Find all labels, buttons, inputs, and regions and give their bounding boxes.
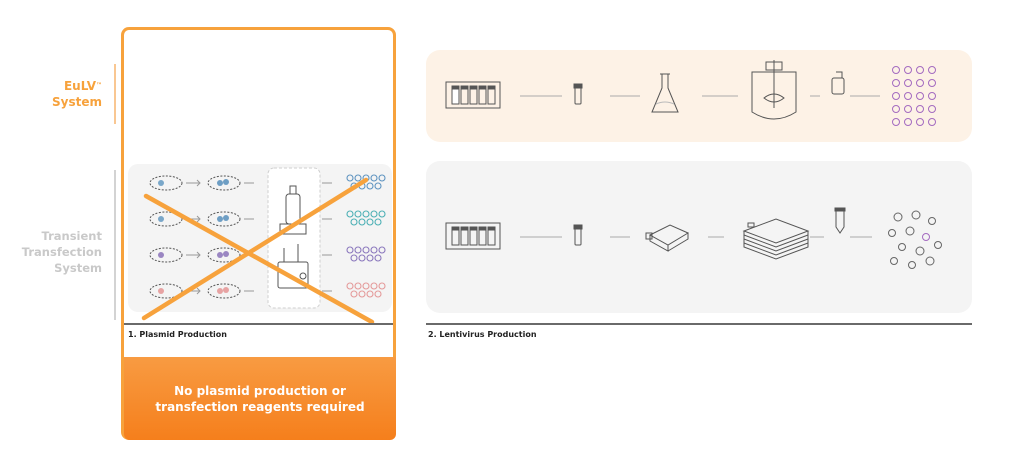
filter-icon [831,71,845,95]
t-flask-icon [645,224,690,252]
eulv-process-diagram [445,60,936,126]
vial-icon [573,224,583,246]
lentivirus-step-label: 2. Lentivirus Production [428,330,537,339]
flask-icon [651,73,679,113]
bioreactor-icon [751,60,797,120]
no-plasmid-note: No plasmid production or transfection re… [124,357,396,440]
transient-row-bar [114,170,116,320]
cross-out-icon [141,177,375,325]
vial-icon [573,83,583,105]
plasmid-production-diagram [141,167,386,325]
cell-stack-icon [742,218,810,260]
tube-icon [834,207,846,234]
eulv-label-main: EuLV [63,79,96,93]
transient-lentivirus-panel [426,161,972,313]
eulv-row-bar [114,64,116,124]
virus-mix-icon [888,210,942,269]
eulv-system-label: EuLV™ System [20,78,102,110]
trademark-mark: ™ [96,82,102,89]
transient-transfection-label: Transient Transfection System [21,229,102,275]
plasmid-step-label: 1. Plasmid Production [128,330,227,339]
transient-process-diagram [445,207,942,269]
virus-cluster-icon [892,66,936,126]
cell-bank-icon [445,81,501,109]
lentivirus-baseline [426,323,972,325]
bacteria-icon [149,175,183,299]
cell-bank-icon [445,222,501,250]
eulv-label-line2: System [52,95,102,109]
plasmid-cluster-icon [346,174,386,298]
plasmid-baseline [124,323,396,325]
eulv-lentivirus-panel [426,50,972,142]
